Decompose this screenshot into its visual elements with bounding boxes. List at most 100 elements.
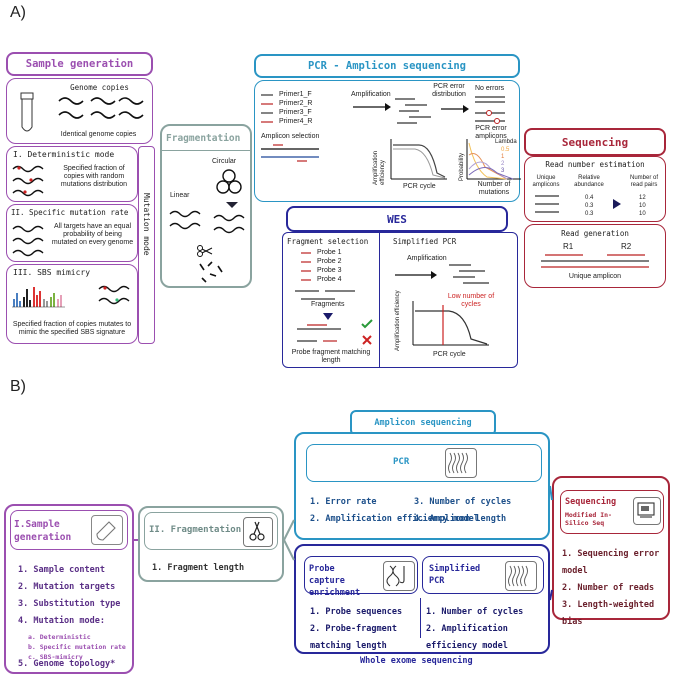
mutated-genome-icon: [12, 165, 44, 197]
b-sequencing-box: Sequencing Modified In-Silico Seq 1. Seq…: [552, 476, 670, 627]
a-unique-amplicon: Unique amplicon: [568, 273, 622, 280]
a-abundance-2: 0.3: [585, 203, 594, 209]
b-fragmentation-box: II. Fragmentation 1. Fragment length: [138, 506, 284, 582]
b-sequencer-frame: [633, 497, 661, 525]
b-simplified-pcr-header: Simplified PCR: [422, 556, 544, 594]
wes-efficiency-curve: [412, 301, 489, 346]
b-wes-box: Probe capture enrichment Simplified PCR …: [294, 544, 550, 654]
a-wes-pcr-cycle: PCR cycle: [433, 351, 466, 358]
b-probe-title: Probe capture enrichment: [309, 564, 361, 598]
a-specific-rate-box: II. Specific mutation rate All targets h…: [6, 204, 138, 262]
a-primer-1: Primer1_F: [279, 91, 312, 98]
a-sbs-text: Specified fraction of copies mutates to …: [12, 321, 132, 336]
b-sample-item-3: 3. Substitution type: [18, 599, 121, 609]
b-wes-footer: Whole exome sequencing: [356, 656, 477, 666]
b-mutation-mode-sublist: a. Deterministic b. Specific mutation ra…: [28, 632, 126, 662]
a-pcr-header: PCR - Amplicon sequencing: [254, 54, 520, 78]
b-pcr-icon-frame: [445, 448, 477, 478]
b-probe-item-1: 1. Probe sequences: [310, 607, 403, 617]
a-sbs-title: III. SBS mimicry: [13, 268, 91, 277]
a-reads-3: 10: [639, 211, 646, 217]
a-genome-copies-box: Genome copies Identical genome copies: [6, 78, 153, 144]
amplification-arrow: [353, 103, 391, 111]
a-spec-title: II. Specific mutation rate: [11, 208, 129, 217]
poisson-curves: [466, 139, 521, 180]
amplified-copies: [395, 98, 431, 124]
a-probe-fragment: Probe fragment matching length: [291, 349, 371, 364]
read-estimate-arrow: [613, 199, 621, 209]
a-lambda-4: 3: [501, 168, 505, 174]
b-fragmentation-header: II. Fragmentation: [144, 512, 278, 550]
a-abundance-1: 0.4: [585, 195, 594, 201]
primer-lines: [261, 94, 273, 123]
amp-efficiency-curve: [390, 139, 447, 180]
a-wes-title: WES: [387, 213, 407, 226]
error-amplicons-graphic: [475, 96, 505, 124]
a-reads-2: 10: [639, 203, 646, 209]
a-spec-text: All targets have an equal probability of…: [51, 223, 134, 246]
b-amplicon-box: PCR 1. Error rate 2. Amplification effic…: [294, 432, 550, 540]
a-relative-abundance: Relative abundance: [574, 175, 604, 188]
a-circular-label: Circular: [212, 158, 237, 165]
a-low-cycles: Low number of cycles: [447, 293, 495, 308]
a-wes-amplification: Amplification: [407, 255, 447, 262]
a-linear-label: Linear: [170, 192, 190, 199]
b-amplicon-title: Amplicon sequencing: [374, 418, 472, 428]
test-tube-icon: [96, 521, 116, 541]
b-sample-item-5: 5. Genome topology*: [18, 659, 116, 669]
a-lambda-2: 1: [501, 154, 505, 160]
b-sub-item-a: a. Deterministic: [28, 633, 91, 641]
a-no-errors: No errors: [475, 85, 505, 92]
a-probe-3: Probe 3: [317, 267, 342, 274]
b-sample-item-4: 4. Mutation mode:: [18, 616, 105, 626]
scissors-icon: [197, 245, 213, 257]
b-amplicon-list-left: 1. Error rate 2. Amplification efficienc…: [310, 494, 479, 528]
b-wes-divider: [420, 598, 421, 638]
a-det-title: I. Deterministic mode: [13, 150, 115, 159]
b-spcr-icon-frame: [505, 561, 537, 591]
a-pcr-error-amplicons: PCR error amplicons: [475, 125, 507, 140]
a-lambda-3: 2: [501, 161, 505, 167]
b-scissor-frame: [243, 517, 273, 547]
a-pcr-error-dist: PCR error distribution: [432, 83, 466, 98]
b-spcr-list: 1. Number of cycles 2. Amplification eff…: [426, 604, 544, 655]
b-sequencing-subtitle: Modified In-Silico Seq: [565, 511, 612, 527]
probe-lines: [301, 252, 311, 281]
a-pcr-box: Primer1_F Primer2_R Primer3_F Primer4_R …: [254, 80, 521, 202]
amplicon-selection-graphic: [261, 144, 319, 162]
a-pcr-title: PCR - Amplicon sequencing: [307, 60, 467, 72]
a-amplicon-selection: Amplicon selection: [261, 133, 320, 140]
a-read-generation-box: Read generation R1 R2 Unique amplicon: [524, 224, 666, 288]
a-read-generation: Read generation: [561, 229, 629, 238]
a-fragmentation-title: Fragmentation: [166, 133, 241, 144]
a-r2: R2: [621, 242, 632, 251]
a-unique-amplicons: Unique amplicons: [532, 175, 560, 188]
b-seq-item-3: 3. Length-weighted bias: [562, 600, 655, 627]
a-abundance-3: 0.3: [585, 211, 594, 217]
b-amplicon-list-right: 3. Number of cycles 4. Amplicon length: [414, 494, 511, 528]
fragments-icon: [199, 261, 223, 283]
a-num-mutations: Number of mutations: [477, 181, 511, 196]
b-sequencing-title: Sequencing: [565, 497, 617, 507]
circular-genome-icon: [216, 169, 242, 194]
a-det-text: Specified fraction of copies with random…: [60, 165, 128, 188]
a-simplified-pcr: Simplified PCR: [393, 237, 457, 246]
a-sequencing-title: Sequencing: [561, 136, 629, 149]
a-wes-header: WES: [286, 206, 508, 232]
b-sample-generation-header: I.Sample generation: [10, 510, 128, 550]
dna-hook-icon: [386, 565, 405, 587]
read-generation-lines: [541, 254, 649, 268]
a-sample-generation-header: Sample generation: [6, 52, 153, 76]
scissors-icon: [249, 521, 265, 541]
a-fragment-selection: Fragment selection: [287, 237, 369, 246]
a-read-number-box: Read number estimation Unique amplicons …: [524, 156, 666, 222]
a-mutation-mode-bar: Mutation mode: [138, 146, 155, 344]
a-lambda-label: Lambda: [495, 139, 517, 145]
a-wes-box: Fragment selection Probe 1 Probe 2 Probe…: [282, 232, 518, 368]
b-sample-list: 1. Sample content 2. Mutation targets 3.…: [18, 562, 120, 630]
sbs-genome-icon: [98, 285, 130, 305]
a-probe-2: Probe 2: [317, 258, 342, 265]
linear-genome-icon: [169, 202, 245, 234]
a-wes-divider: [379, 233, 380, 367]
a-identical-label: Identical genome copies: [60, 131, 137, 138]
